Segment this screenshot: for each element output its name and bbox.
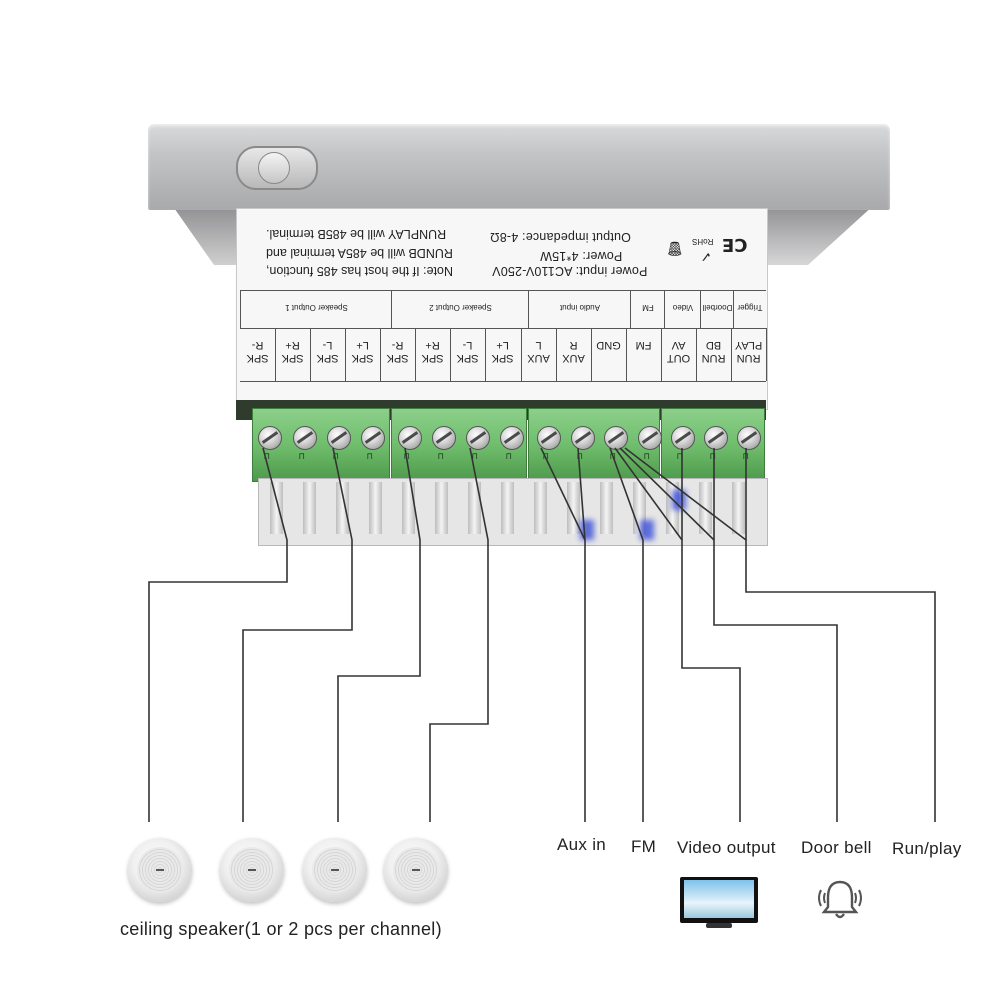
terminal-group-header: FM — [630, 291, 665, 328]
led-glow-2 — [640, 520, 654, 540]
terminal-mark-icon: ⊓ — [577, 452, 583, 462]
vent-slot — [336, 482, 349, 534]
terminal-screw-icon — [398, 426, 422, 450]
terminal-screw-icon — [604, 426, 628, 450]
wire-fm — [609, 447, 644, 822]
terminal-mark-icon: ⊓ — [438, 452, 444, 462]
terminal-group-header: Doorbell — [700, 291, 734, 328]
vent-slot — [369, 482, 382, 534]
ceiling-speaker-icon — [128, 838, 192, 902]
ceiling-speaker-icon — [303, 838, 367, 902]
label-run-play: Run/play — [892, 839, 962, 858]
terminal-screw-icon — [638, 426, 662, 450]
tv-screen — [684, 880, 754, 918]
vent-slot — [303, 482, 316, 534]
vent-slot — [435, 482, 448, 534]
wire-aux-r — [577, 447, 586, 822]
vent-slot — [468, 482, 481, 534]
terminal-label-cell: FM — [626, 328, 662, 381]
wire-aux-l — [540, 447, 586, 541]
terminal-screw-icon — [704, 426, 728, 450]
terminal-label-cell: GND — [591, 328, 627, 381]
wire-spk1-left — [148, 447, 288, 822]
terminal-screw-icon — [293, 426, 317, 450]
wire-runplay — [624, 447, 936, 822]
terminal-mark-icon: ⊓ — [506, 452, 512, 462]
label-grid-top — [240, 290, 766, 291]
terminal-mark-icon: ⊓ — [644, 452, 650, 462]
terminal-mark-icon: ⊓ — [333, 452, 339, 462]
terminal-screw-icon — [737, 426, 761, 450]
terminal-mark-icon: ⊓ — [367, 452, 373, 462]
power-switch-knob — [258, 152, 290, 184]
terminal-group-header: Audio input — [528, 291, 631, 328]
terminal-mark-icon: ⊓ — [472, 452, 478, 462]
label-grid-mid — [240, 328, 766, 329]
wire-spk1-right — [242, 447, 353, 822]
vent-slot — [699, 482, 712, 534]
vent-slot — [732, 482, 745, 534]
terminal-screw-icon — [327, 426, 351, 450]
vent-slot — [600, 482, 613, 534]
wire-spk2-left — [337, 447, 421, 822]
terminal-group-header: Speaker Output 1 — [240, 291, 392, 328]
vent-slot — [402, 482, 415, 534]
terminal-mark-icon: ⊓ — [299, 452, 305, 462]
terminal-screw-icon — [671, 426, 695, 450]
spec-label — [236, 208, 768, 410]
terminal-screw-icon — [361, 426, 385, 450]
wire-spk2-right — [429, 447, 489, 822]
terminal-mark-icon: ⊓ — [264, 452, 270, 462]
terminal-screw-icon — [571, 426, 595, 450]
terminal-mark-icon: ⊓ — [677, 452, 683, 462]
speaker-caption: ceiling speaker(1 or 2 pcs per channel) — [120, 919, 442, 939]
label-fm: FM — [631, 837, 657, 856]
ceiling-speaker-icon — [220, 838, 284, 902]
terminal-group-header: Speaker Output 2 — [391, 291, 529, 328]
terminal-group-header: Trigger — [733, 291, 766, 328]
terminal-screw-icon — [432, 426, 456, 450]
terminal-group-header: Video — [664, 291, 701, 328]
tv-stand — [706, 923, 732, 928]
terminal-mark-icon: ⊓ — [710, 452, 716, 462]
vent-slot — [270, 482, 283, 534]
terminal-screw-icon — [537, 426, 561, 450]
vent-slot — [534, 482, 547, 534]
label-video-output: Video output — [677, 838, 776, 857]
door-bell-icon — [818, 880, 862, 919]
terminal-screw-icon — [466, 426, 490, 450]
ceiling-speaker-icon — [384, 838, 448, 902]
label-grid-bottom — [240, 381, 766, 382]
vent-slot — [501, 482, 514, 534]
label-door-bell: Door bell — [801, 838, 872, 857]
terminal-screw-icon — [500, 426, 524, 450]
wire-doorbell — [619, 447, 838, 822]
label-aux-in: Aux in — [557, 835, 607, 854]
terminal-screw-icon — [258, 426, 282, 450]
wire-video — [614, 447, 741, 822]
